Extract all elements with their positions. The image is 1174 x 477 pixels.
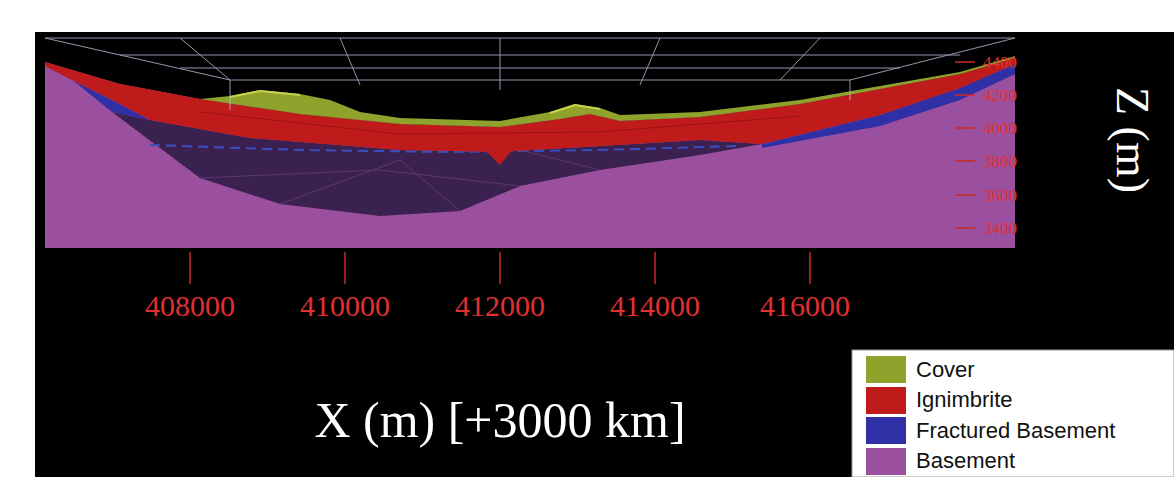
legend-swatch [866, 448, 906, 475]
z-axis-ticks [955, 62, 975, 228]
z-axis-title: Z (m) [1109, 87, 1155, 193]
legend-swatch [866, 356, 906, 383]
legend-text: Basement [916, 448, 1015, 474]
legend-box [852, 350, 1174, 477]
z-tick-label: 4000 [983, 120, 1017, 137]
z-tick-label: 4200 [983, 87, 1017, 104]
legend-entry: Fractured Basement [866, 417, 1115, 444]
legend-text: Cover [916, 357, 975, 383]
x-axis-ticks [190, 252, 810, 284]
x-tick-label: 408000 [145, 291, 235, 321]
legend-entry: Basement [866, 448, 1015, 475]
x-tick-label: 414000 [610, 291, 700, 321]
x-tick-label: 416000 [760, 291, 850, 321]
cover-highlights [230, 91, 600, 113]
legend-swatch [866, 417, 906, 444]
x-axis-title: X (m) [+3000 km] [314, 395, 685, 445]
z-tick-label: 3400 [983, 220, 1017, 237]
legend-entry: Cover [866, 356, 975, 383]
wireframe-box [45, 38, 1015, 110]
basement-body [45, 58, 1015, 248]
x-tick-label: 410000 [300, 291, 390, 321]
z-tick-label: 4400 [983, 54, 1017, 71]
z-tick-label: 3800 [983, 153, 1017, 170]
legend-swatch [866, 387, 906, 414]
ignimbrite-layer [45, 58, 1015, 152]
cover-layer [45, 56, 1015, 127]
legend-entry: Ignimbrite [866, 387, 1013, 414]
black-panel [35, 32, 1174, 477]
x-tick-label: 412000 [455, 291, 545, 321]
basin-facets [200, 150, 600, 211]
legend-text: Fractured Basement [916, 418, 1115, 444]
z-tick-label: 3600 [983, 187, 1017, 204]
ignimbrite-root [485, 150, 512, 165]
legend-text: Ignimbrite [916, 387, 1013, 413]
